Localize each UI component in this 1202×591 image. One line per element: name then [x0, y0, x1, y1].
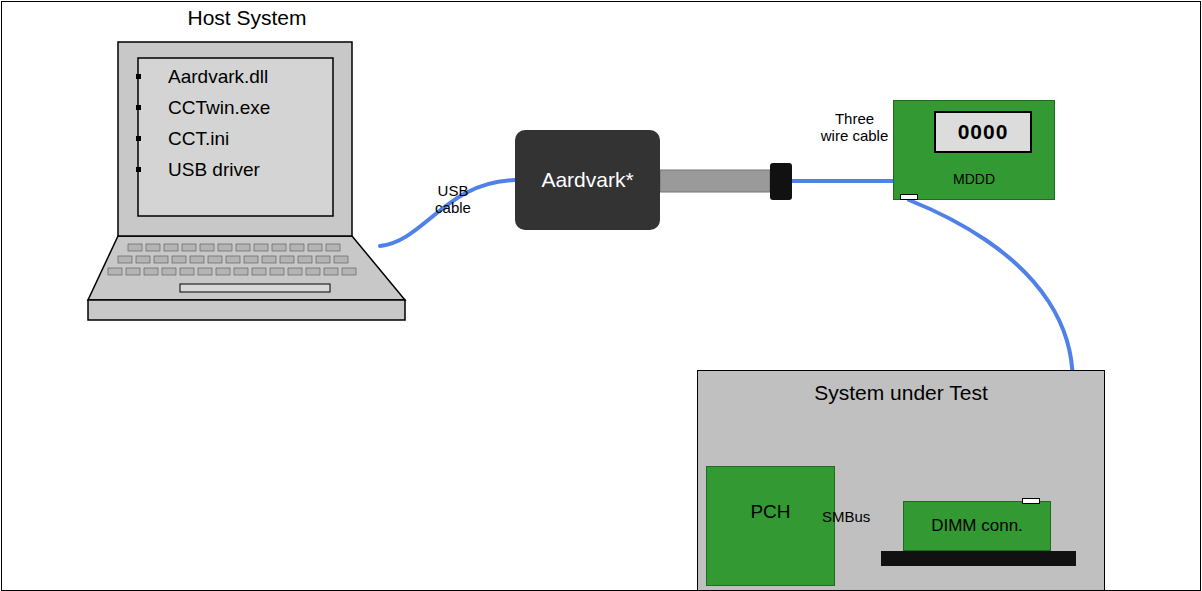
key	[198, 268, 212, 275]
header-pins	[1022, 498, 1040, 504]
key	[128, 244, 142, 251]
key	[108, 268, 122, 275]
key	[252, 268, 266, 275]
key	[164, 244, 178, 251]
node-label: MDDD	[894, 171, 1054, 187]
key	[226, 256, 240, 263]
key	[182, 244, 196, 251]
key	[172, 256, 186, 263]
dimm-connector: DIMM conn.	[903, 501, 1051, 551]
mddd-board: MDDD 0000	[893, 100, 1055, 200]
key	[308, 244, 322, 251]
key	[126, 268, 140, 275]
key	[234, 268, 248, 275]
system-box: System under TestPCH DIMM conn.	[697, 370, 1105, 591]
key	[324, 268, 338, 275]
key	[244, 256, 258, 263]
key	[208, 256, 222, 263]
node-label: 0000	[958, 120, 1009, 144]
file-list-item: USB driver	[168, 159, 260, 181]
file-list-item: CCTwin.exe	[168, 97, 270, 119]
cable-label: USB cable	[430, 182, 476, 217]
pch-chip: PCH	[706, 466, 835, 586]
node-label: Host System	[88, 6, 406, 30]
cable	[380, 180, 515, 246]
key	[298, 256, 312, 263]
key	[288, 268, 302, 275]
laptop-base	[88, 236, 405, 300]
keyboard-keys	[108, 244, 356, 275]
key	[162, 268, 176, 275]
cable-label: Three wire cable	[820, 110, 889, 145]
cable-plug	[770, 163, 792, 200]
key	[270, 268, 284, 275]
laptop-lid	[118, 42, 352, 236]
key	[334, 256, 348, 263]
key	[326, 244, 340, 251]
key	[272, 244, 286, 251]
key	[218, 244, 232, 251]
laptop-screen	[138, 58, 333, 216]
key	[316, 256, 330, 263]
key	[262, 256, 276, 263]
dimm-socket	[881, 551, 1076, 566]
key	[180, 268, 194, 275]
host-laptop: Host SystemAardvark.dllCCTwin.exeCCT.ini…	[88, 6, 406, 322]
key	[118, 256, 132, 263]
key	[280, 256, 294, 263]
key	[144, 268, 158, 275]
aardvark-cable-sleeve	[660, 170, 770, 192]
header-pins	[900, 194, 918, 200]
key	[200, 244, 214, 251]
adapter-box: Aardvark*	[515, 130, 660, 230]
node-label: PCH	[707, 501, 834, 523]
key	[146, 244, 160, 251]
key	[342, 268, 356, 275]
laptop-front	[88, 300, 405, 320]
key	[236, 244, 250, 251]
file-list-item: CCT.ini	[168, 128, 229, 150]
key	[306, 268, 320, 275]
file-list-item: Aardvark.dll	[168, 66, 268, 88]
key	[190, 256, 204, 263]
touchpad	[180, 284, 330, 292]
key	[290, 244, 304, 251]
node-label: DIMM conn.	[931, 516, 1023, 536]
key	[254, 244, 268, 251]
key	[216, 268, 230, 275]
display: 0000	[934, 111, 1032, 153]
cable-label: SMBus	[822, 508, 902, 525]
key	[154, 256, 168, 263]
node-label: Aardvark*	[541, 168, 633, 192]
node-label: System under Test	[698, 381, 1104, 405]
key	[136, 256, 150, 263]
